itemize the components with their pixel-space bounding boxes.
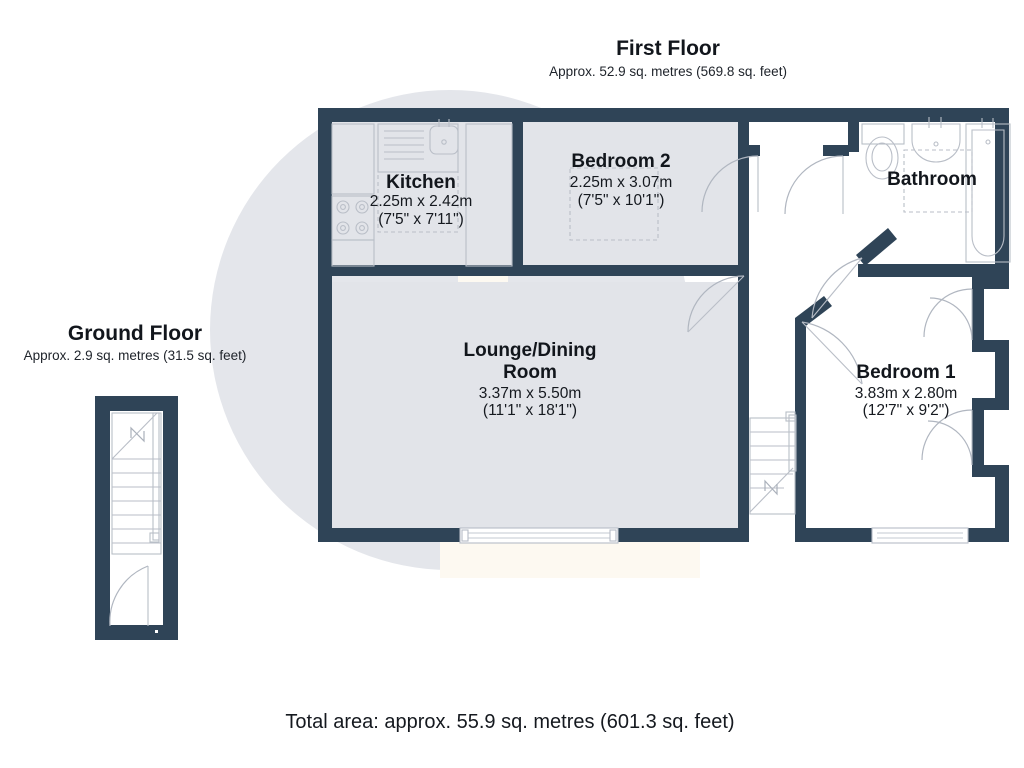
kitchen-fixtures — [331, 119, 513, 267]
kitchen-unit-left — [331, 123, 375, 195]
wall-outer-top-left — [318, 108, 748, 122]
bed-outline-bedroom2 — [569, 167, 659, 241]
wall-kitchen-bedroom2 — [512, 122, 523, 270]
bathroom-fixtures — [861, 117, 1011, 263]
bedroom-2-dim-imperial: (7'5" x 10'1") — [578, 192, 665, 209]
wall-under-bathroom — [858, 264, 1009, 277]
ground-floor-heading: Ground Floor Approx. 2.9 sq. metres (31.… — [24, 322, 247, 363]
bath-tub-icon — [965, 118, 1011, 263]
bedroom-1-dim-metric: 3.83m x 2.80m — [855, 385, 958, 402]
wall-bedroom1-recess-b — [972, 289, 984, 345]
wall-lounge-landing — [738, 122, 749, 542]
ground-wall-left — [95, 396, 110, 640]
lounge-label-line1: Lounge/Dining — [464, 340, 597, 361]
door-jamb-landing-a — [823, 145, 849, 156]
bedroom-2-fixtures — [569, 167, 659, 241]
ground-wall-bottom — [95, 625, 155, 640]
first-floor-title: First Floor — [616, 37, 720, 60]
first-floor-heading: First Floor Approx. 52.9 sq. metres (569… — [549, 37, 787, 79]
wall-bedroom1-right-a — [995, 277, 1009, 289]
hob-icon — [331, 195, 375, 241]
bedroom-1-dim-imperial: (12'7" x 9'2") — [863, 402, 950, 419]
wall-bedroom1-right-b — [995, 340, 1009, 400]
wall-outer-right-top — [995, 108, 1009, 278]
ground-floor-title: Ground Floor — [68, 322, 202, 345]
door-jamb-bedroom2 — [740, 145, 760, 156]
ground-wall-right — [163, 396, 178, 640]
lounge-window — [459, 527, 619, 544]
bedroom-1-label: Bedroom 1 — [856, 362, 956, 383]
wall-under-bedroom2 — [512, 265, 738, 276]
toilet-icon — [861, 123, 905, 180]
total-area-label: Total area: approx. 55.9 sq. metres (601… — [285, 711, 734, 733]
wall-under-kitchen — [332, 265, 512, 276]
wardrobe-upper — [923, 288, 973, 341]
ground-floor-staircase — [111, 412, 162, 555]
bedroom-2-dim-metric: 2.25m x 3.07m — [570, 174, 673, 191]
bedroom-1-window — [871, 527, 969, 544]
bathroom-label-group: Bathroom — [887, 169, 977, 190]
kitchen-dim-imperial: (7'5" x 7'11") — [378, 211, 464, 228]
door-bedroom2 — [701, 155, 759, 213]
wall-bedroom1-left-upper — [795, 318, 806, 542]
draining-board-icon — [384, 130, 424, 160]
door-bedroom1 — [801, 321, 863, 385]
ground-floor-subtitle: Approx. 2.9 sq. metres (31.5 sq. feet) — [24, 348, 247, 363]
lounge-dim-imperial: (11'1" x 18'1") — [483, 402, 577, 419]
wall-bedroom1-recess-a — [972, 277, 995, 289]
first-floor-subtitle: Approx. 52.9 sq. metres (569.8 sq. feet) — [549, 64, 787, 79]
door-landing-top — [784, 155, 844, 215]
lounge-label-group: Lounge/Dining Room 3.37m x 5.50m (11'1" … — [464, 340, 597, 419]
bedroom-2-floor — [523, 122, 738, 270]
kitchen-dim-metric: 2.25m x 2.42m — [370, 193, 473, 210]
kitchen-label: Kitchen — [386, 172, 456, 193]
wardrobe-lower — [921, 409, 973, 466]
wall-outer-top-right — [748, 108, 1008, 122]
bedroom-2-label: Bedroom 2 — [571, 151, 670, 172]
ground-wall-bottom-stub — [155, 633, 178, 640]
ground-floor-plan — [95, 396, 178, 640]
bedroom-2-label-group: Bedroom 2 2.25m x 3.07m (7'5" x 10'1") — [570, 151, 673, 209]
bedroom-1-label-group: Bedroom 1 3.83m x 2.80m (12'7" x 9'2") — [855, 362, 958, 419]
lounge-dim-metric: 3.37m x 5.50m — [479, 385, 582, 402]
first-floor-staircase — [749, 411, 797, 515]
bedroom-1-wardrobes — [921, 288, 973, 466]
wall-bedroom1-recess-d — [972, 398, 1009, 410]
wall-outer-left — [318, 108, 332, 542]
bathroom-area-outline — [903, 149, 973, 213]
ground-wall-top — [95, 396, 178, 411]
lounge-floor — [332, 282, 738, 528]
wall-landing-bathroom — [848, 122, 859, 152]
door-lounge — [687, 275, 745, 333]
sink-icon — [429, 119, 459, 155]
wall-bedroom1-right-c — [995, 465, 1009, 537]
ground-floor-entrance-door — [109, 565, 149, 627]
wall-bedroom1-recess-e — [972, 410, 984, 470]
kitchen-unit-right — [465, 123, 513, 267]
wash-basin-icon — [911, 117, 961, 163]
bathroom-label: Bathroom — [887, 169, 977, 190]
kitchen-label-group: Kitchen 2.25m x 2.42m (7'5" x 7'11") — [370, 172, 473, 228]
door-bathroom — [811, 257, 863, 319]
kitchen-unit-left-lower — [331, 239, 375, 267]
first-floor-plan: Kitchen 2.25m x 2.42m (7'5" x 7'11") Bed… — [318, 108, 1011, 544]
lounge-label-line2: Room — [503, 362, 557, 383]
